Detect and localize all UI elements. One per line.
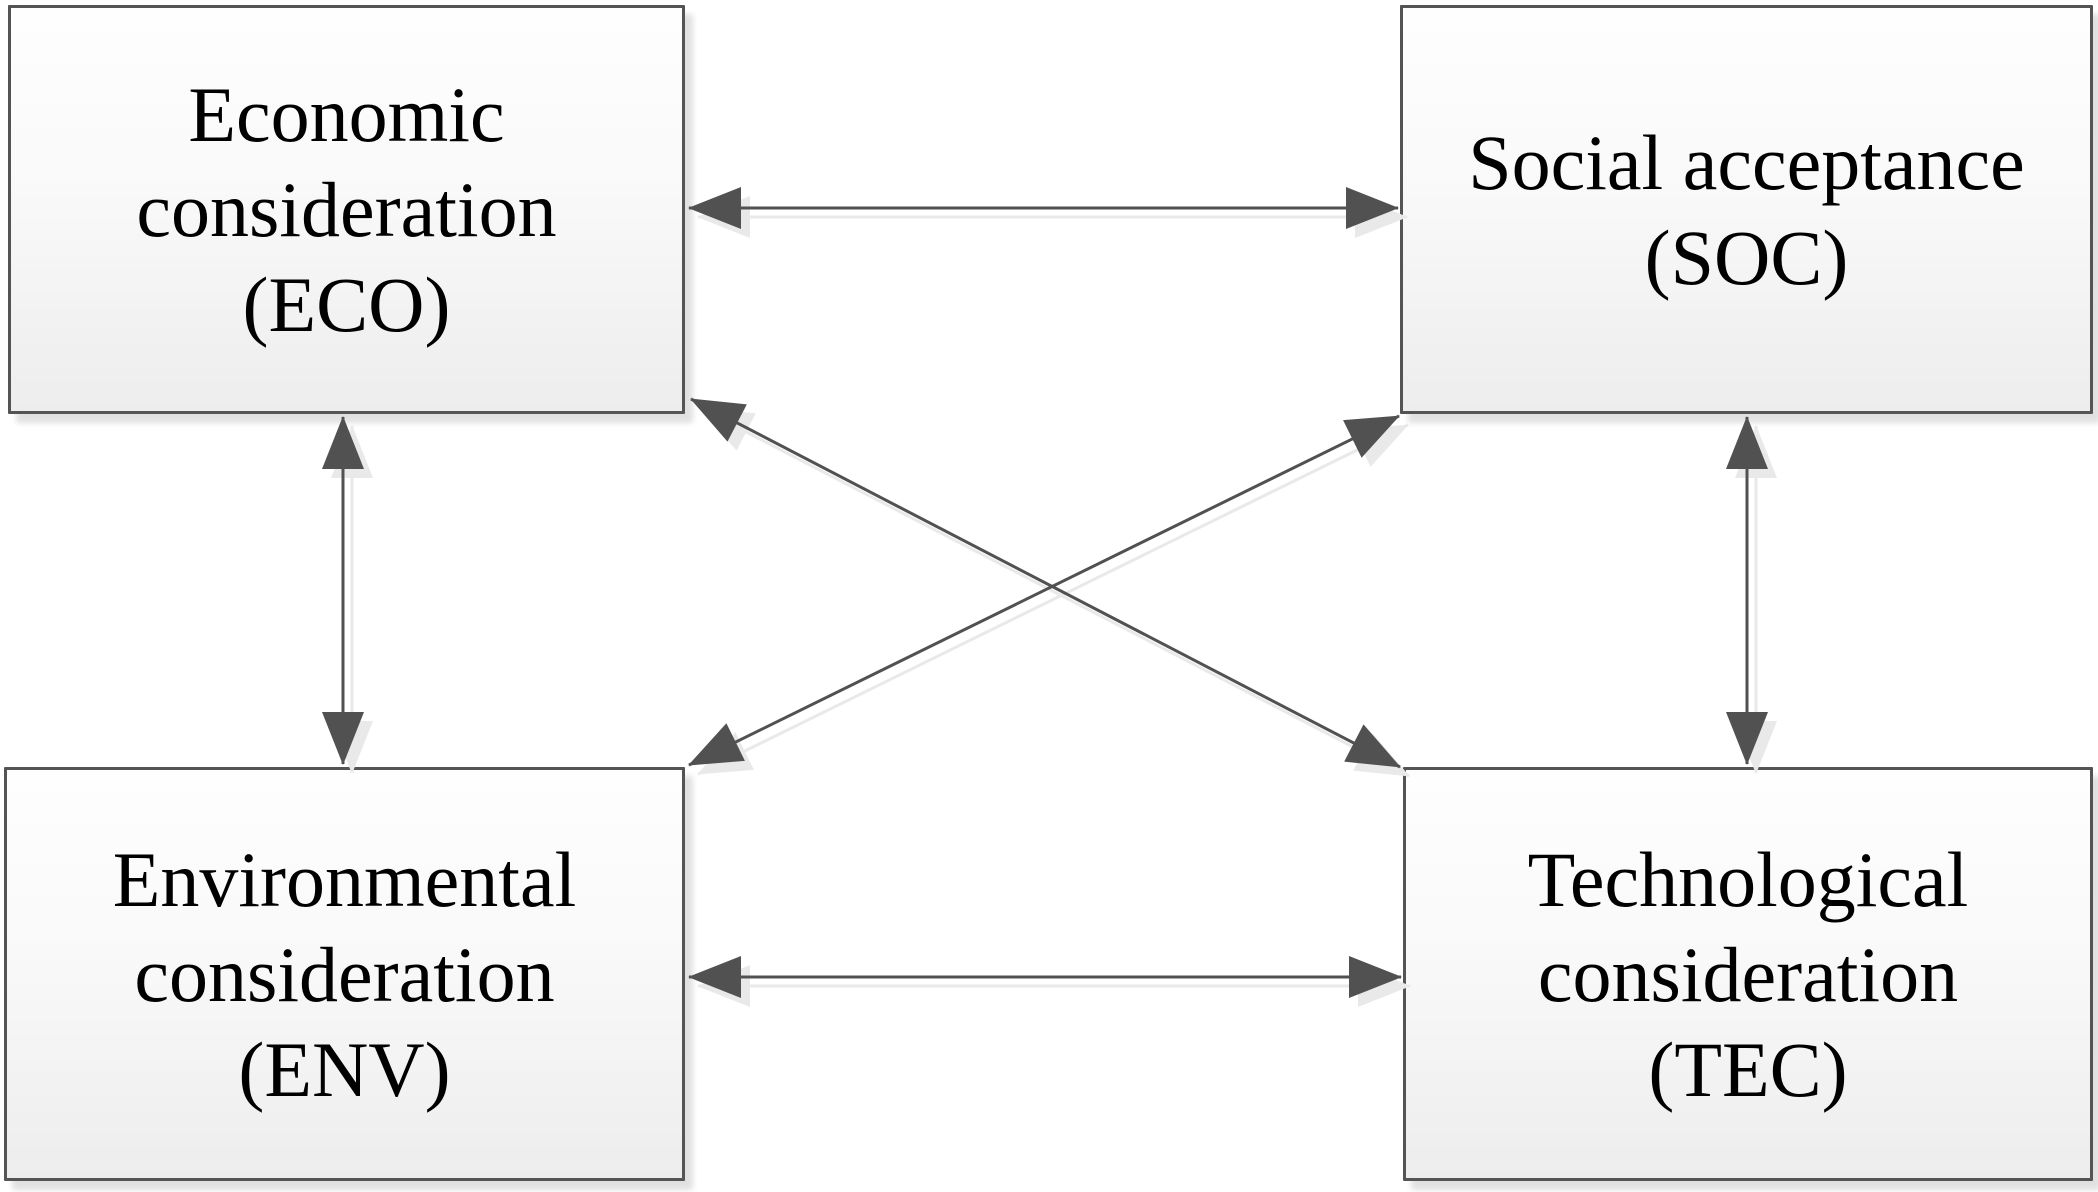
node-environmental-consideration: Environmental consideration (ENV) [4,767,685,1181]
node-technological-consideration: Technological consideration (TEC) [1403,767,2093,1181]
node-label-line: Technological [1527,835,1969,923]
node-label-line: Economic [188,71,505,158]
node-label-line: Social acceptance [1468,118,2025,206]
node-label-line: (SOC) [1644,213,1849,301]
node-label-line: (TEC) [1648,1025,1848,1113]
node-economic-consideration: Economic consideration (ECO) [8,5,685,414]
node-social-acceptance: Social acceptance (SOC) [1400,5,2093,414]
node-label-line: (ECO) [242,261,451,348]
arrow-eco-tec [690,397,1401,769]
node-label-line: (ENV) [238,1025,451,1113]
node-label-line: Environmental [112,835,577,923]
arrow-soc-env [688,414,1400,767]
node-label-line: consideration [1537,930,1959,1018]
node-label-line: consideration [136,166,557,253]
node-label-line: consideration [134,930,555,1018]
